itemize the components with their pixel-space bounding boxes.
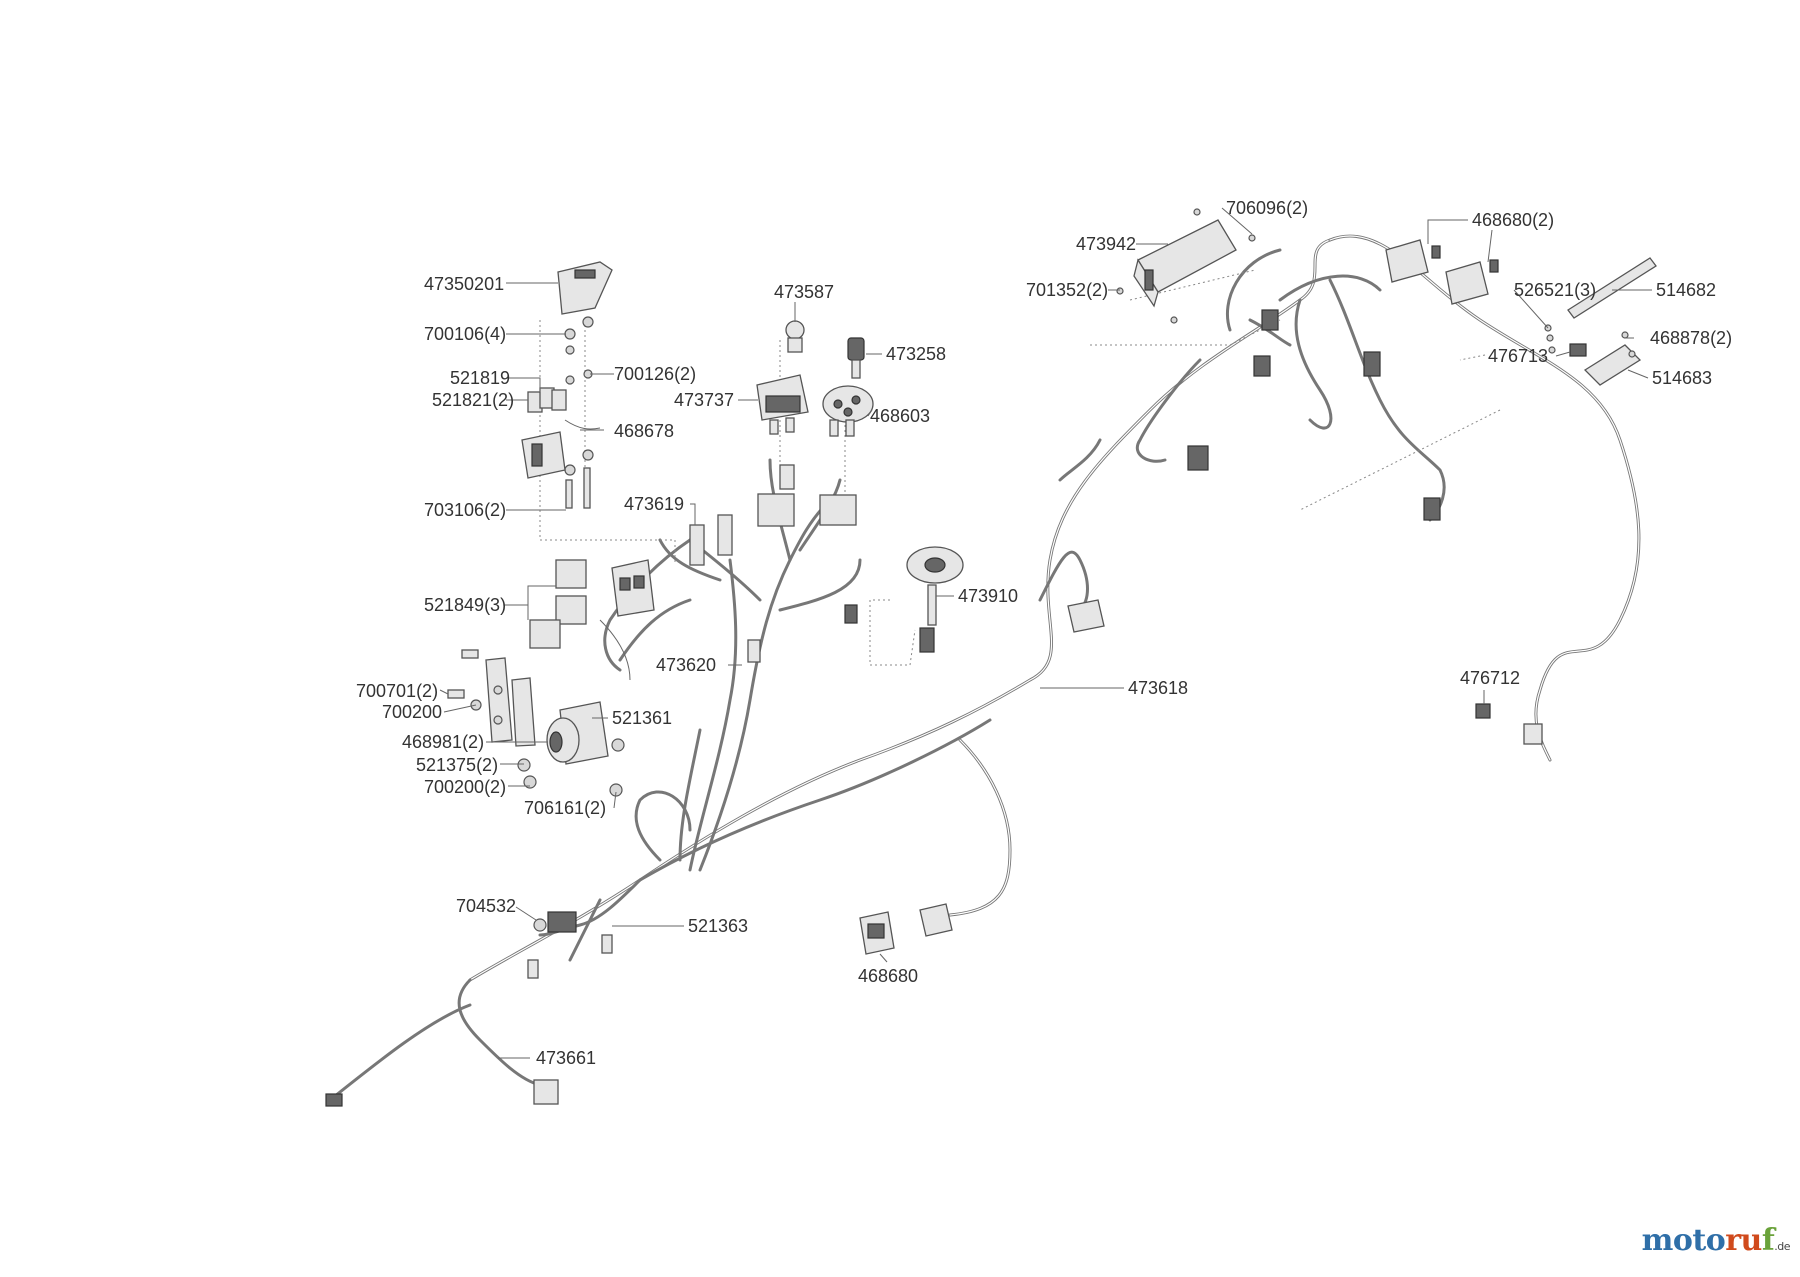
assembly-lines xyxy=(539,269,1501,666)
label-704532: 704532 xyxy=(456,896,516,916)
solenoid-bracket-521361 xyxy=(447,649,625,797)
connector-704532 xyxy=(527,911,613,979)
brand-logo: motoruf.de xyxy=(1641,1223,1791,1258)
part-labels: 47350201 700106(4) 521819 700126(2) 5218… xyxy=(356,198,1732,1068)
label-703106: 703106(2) xyxy=(424,500,506,520)
label-473258: 473258 xyxy=(886,344,946,364)
label-473661: 473661 xyxy=(536,1048,596,1068)
switch-468680 xyxy=(859,903,953,955)
brand-suffix: .de xyxy=(1774,1240,1790,1253)
label-521819: 521819 xyxy=(450,368,510,388)
brand-part1: moto xyxy=(1641,1223,1726,1258)
label-473587: 473587 xyxy=(774,282,834,302)
brand-part3: f xyxy=(1761,1223,1775,1258)
label-700126: 700126(2) xyxy=(614,364,696,384)
label-476713: 476713 xyxy=(1488,346,1548,366)
label-521821: 521821(2) xyxy=(432,390,514,410)
label-476712: 476712 xyxy=(1460,668,1520,688)
label-706161: 706161(2) xyxy=(524,798,606,818)
label-468981: 468981(2) xyxy=(402,732,484,752)
connector-473618 xyxy=(1067,445,1209,633)
label-473619: 473619 xyxy=(624,494,684,514)
label-700200-2: 700200(2) xyxy=(424,777,506,797)
label-473737: 473737 xyxy=(674,390,734,410)
label-473620: 473620 xyxy=(656,655,716,675)
socket-468603 xyxy=(819,385,874,526)
label-473942: 473942 xyxy=(1076,234,1136,254)
connector-473620 xyxy=(747,604,858,663)
leader-lines xyxy=(439,207,1652,1059)
connector-473661 xyxy=(325,1079,559,1107)
brand-part2: ru xyxy=(1725,1223,1762,1258)
label-468878: 468878(2) xyxy=(1650,328,1732,348)
module-473942 xyxy=(1116,208,1256,324)
label-468680: 468680 xyxy=(858,966,918,986)
plug-473910 xyxy=(906,546,964,653)
label-521361: 521361 xyxy=(612,708,672,728)
label-468680-2: 468680(2) xyxy=(1472,210,1554,230)
connector-476712 xyxy=(1475,703,1543,745)
relays-521849 xyxy=(529,559,655,681)
label-700701: 700701(2) xyxy=(356,681,438,701)
wiring-harness xyxy=(328,234,1641,1102)
label-706096: 706096(2) xyxy=(1226,198,1308,218)
key-473258 xyxy=(847,337,865,379)
label-700200: 700200 xyxy=(382,702,442,722)
strip-514682 xyxy=(1567,257,1657,319)
fuse-holder-521819 xyxy=(521,387,601,479)
label-473910: 473910 xyxy=(958,586,1018,606)
label-526521: 526521(3) xyxy=(1514,280,1596,300)
switch-473587 xyxy=(785,320,805,353)
switches-468680-2 xyxy=(1253,239,1499,521)
ignition-switch-473737 xyxy=(756,374,809,527)
label-521375: 521375(2) xyxy=(416,755,498,775)
screw-stack xyxy=(564,316,594,509)
label-700106: 700106(4) xyxy=(424,324,506,344)
label-701352: 701352(2) xyxy=(1026,280,1108,300)
label-468678: 468678 xyxy=(614,421,674,441)
label-468603: 468603 xyxy=(870,406,930,426)
bracket-473619 xyxy=(689,514,733,566)
label-514683: 514683 xyxy=(1652,368,1712,388)
label-514682: 514682 xyxy=(1656,280,1716,300)
cover-47350201 xyxy=(557,261,613,315)
label-473618: 473618 xyxy=(1128,678,1188,698)
label-521849: 521849(3) xyxy=(424,595,506,615)
label-521363: 521363 xyxy=(688,916,748,936)
label-47350201: 47350201 xyxy=(424,274,504,294)
